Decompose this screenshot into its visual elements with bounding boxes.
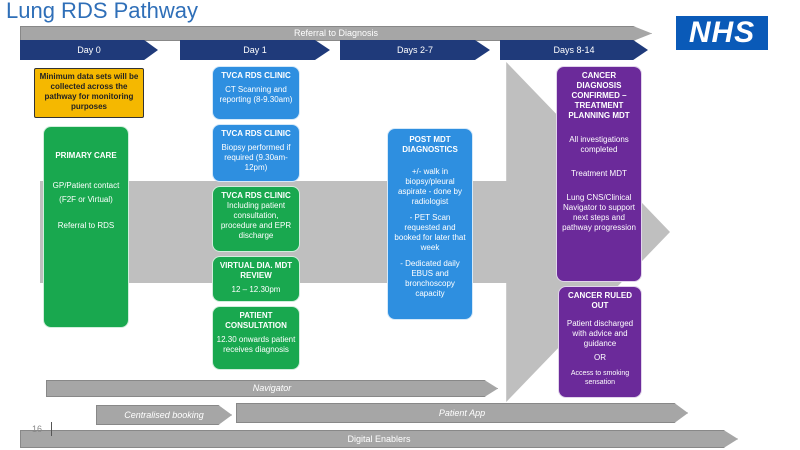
- nhs-logo: NHS: [676, 16, 768, 50]
- post-mdt-line-2: - PET Scan requested and booked for late…: [394, 213, 466, 252]
- day1-box-consult-body: Including patient consultation, procedur…: [220, 201, 292, 240]
- post-mdt-title: POST MDT DIAGNOSTICS: [402, 135, 458, 154]
- day1-box-ct-body: CT Scanning and reporting (8-9.30am): [219, 85, 293, 104]
- page-title: Lung RDS Pathway: [6, 0, 198, 23]
- primary-care-line-2: (F2F or Virtual): [59, 195, 113, 204]
- day-label-1: Day 1: [243, 45, 267, 55]
- day1-box-mdt-body: 12 – 12.30pm: [231, 285, 281, 294]
- day1-box-ct-title: TVCA RDS CLINIC: [221, 71, 291, 80]
- patient-app-arrow: Patient App: [236, 403, 688, 423]
- cancer-confirmed-title: CANCER DIAGNOSIS CONFIRMED – TREATMENT P…: [568, 71, 630, 120]
- min-data-note: Minimum data sets will be collected acro…: [34, 68, 144, 118]
- day1-box-consult: TVCA RDS CLINIC Including patient consul…: [212, 186, 300, 252]
- day-arrow-1: Day 1: [180, 40, 330, 60]
- referral-arrow-label: Referral to Diagnosis: [293, 28, 379, 38]
- cancer-ruled-out-line-2: OR: [594, 353, 606, 362]
- day1-box-consult-title: TVCA RDS CLINIC: [221, 191, 291, 200]
- day1-box-patient-body: 12.30 onwards patient receives diagnosis: [216, 335, 296, 354]
- patient-app-label: Patient App: [438, 408, 486, 418]
- day1-box-biopsy-body: Biopsy performed if required (9.30am-12p…: [221, 143, 291, 172]
- day-label-3: Days 8-14: [553, 45, 595, 55]
- post-mdt-line-3: - Dedicated daily EBUS and bronchoscopy …: [400, 259, 460, 298]
- navigator-label: Navigator: [252, 383, 292, 393]
- day1-box-mdt-title: VIRTUAL DIA. MDT REVIEW: [219, 261, 293, 280]
- day-arrow-0: Day 0: [20, 40, 158, 60]
- digital-enablers-label: Digital Enablers: [347, 434, 411, 444]
- day-arrow-3: Days 8-14: [500, 40, 648, 60]
- day1-box-patient-title: PATIENT CONSULTATION: [225, 311, 287, 330]
- min-data-note-text: Minimum data sets will be collected acro…: [39, 72, 139, 111]
- navigator-arrow: Navigator: [46, 380, 498, 397]
- day1-box-biopsy-title: TVCA RDS CLINIC: [221, 129, 291, 138]
- cancer-confirmed-line-3: Lung CNS/Clinical Navigator to support n…: [562, 193, 636, 232]
- day-label-2: Days 2-7: [396, 45, 433, 55]
- cancer-confirmed-box: CANCER DIAGNOSIS CONFIRMED – TREATMENT P…: [556, 66, 642, 282]
- day1-box-ct: TVCA RDS CLINIC CT Scanning and reportin…: [212, 66, 300, 120]
- cancer-ruled-out-line-3: Access to smoking sensation: [570, 370, 630, 386]
- primary-care-title: PRIMARY CARE: [55, 151, 117, 160]
- day1-box-mdt: VIRTUAL DIA. MDT REVIEW 12 – 12.30pm: [212, 256, 300, 302]
- cancer-ruled-out-line-1: Patient discharged with advice and guida…: [566, 319, 634, 348]
- page-number-divider: [51, 422, 52, 436]
- primary-care-line-1: GP/Patient contact: [52, 181, 120, 190]
- cancer-confirmed-line-1: All investigations completed: [569, 135, 629, 154]
- page-number: 16: [32, 424, 43, 434]
- primary-care-line-3: Referral to RDS: [57, 221, 115, 230]
- referral-arrow: Referral to Diagnosis: [20, 26, 652, 41]
- cancer-ruled-out-box: CANCER RULED OUT Patient discharged with…: [558, 286, 642, 398]
- primary-care-box: PRIMARY CARE GP/Patient contact (F2F or …: [43, 126, 129, 328]
- day1-box-patient: PATIENT CONSULTATION 12.30 onwards patie…: [212, 306, 300, 370]
- post-mdt-box: POST MDT DIAGNOSTICS +/- walk in biopsy/…: [387, 128, 473, 320]
- booking-label: Centralised booking: [124, 410, 204, 420]
- digital-enablers-arrow: Digital Enablers: [20, 430, 738, 448]
- cancer-confirmed-line-2: Treatment MDT: [571, 169, 627, 178]
- booking-arrow: Centralised booking: [96, 405, 232, 425]
- post-mdt-line-1: +/- walk in biopsy/pleural aspirate - do…: [397, 167, 463, 206]
- cancer-ruled-out-title: CANCER RULED OUT: [568, 291, 632, 310]
- day1-box-biopsy: TVCA RDS CLINIC Biopsy performed if requ…: [212, 124, 300, 182]
- day-arrow-2: Days 2-7: [340, 40, 490, 60]
- day-label-0: Day 0: [77, 45, 101, 55]
